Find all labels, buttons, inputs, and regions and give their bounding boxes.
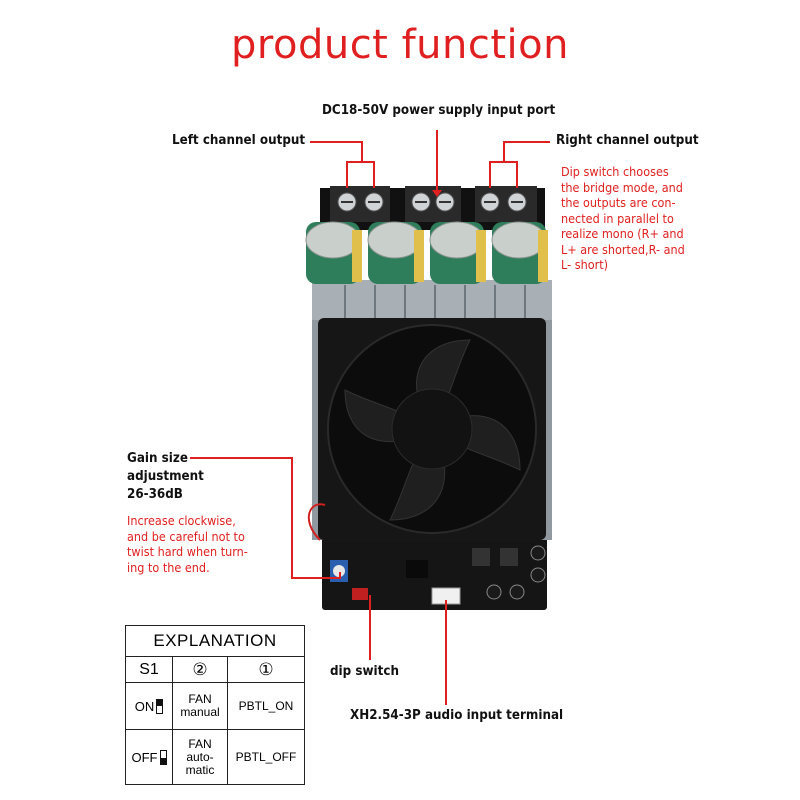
terminal-block-left [330, 186, 390, 222]
audio-input-label: XH2.54-3P audio input terminal [350, 708, 564, 723]
switch-on-icon [156, 698, 164, 714]
column-s1: S1 [126, 657, 173, 682]
explanation-table: EXPLANATION S1 ② ① ON FAN manual PBTL_ON… [125, 625, 305, 785]
fan-manual-cell: FAN manual [173, 683, 228, 729]
terminal-block-power [405, 186, 461, 222]
power-input-label: DC18-50V power supply input port [322, 103, 556, 118]
gain-note: Increase clockwise, and be careful not t… [127, 513, 248, 575]
explanation-header: EXPLANATION [126, 626, 304, 657]
fan-auto-cell: FAN auto- matic [173, 730, 228, 784]
table-row: OFF FAN auto- matic PBTL_OFF [126, 730, 304, 784]
terminal-block-right [475, 186, 537, 222]
dip-switch-label: dip switch [330, 664, 399, 679]
switch-on-cell: ON [126, 683, 173, 729]
gain-label: Gain size adjustment 26-36dB [127, 451, 204, 502]
bridge-mode-note: Dip switch chooses the bridge mode, and … [561, 164, 685, 272]
callout-lines [190, 130, 550, 705]
heatsink-top [312, 280, 552, 320]
column-2: ② [173, 657, 228, 682]
switch-off-icon [159, 749, 167, 765]
cooling-fan [307, 318, 546, 541]
bottom-components [330, 545, 546, 605]
left-channel-label: Left channel output [172, 133, 306, 148]
right-channel-label: Right channel output [556, 133, 699, 148]
switch-off-cell: OFF [126, 730, 173, 784]
page-title: product function [231, 22, 569, 68]
pbtl-off-cell: PBTL_OFF [235, 750, 297, 764]
table-header-row: S1 ② ① [126, 657, 304, 683]
pbtl-on-cell: PBTL_ON [238, 699, 294, 713]
column-1: ① [258, 659, 274, 679]
capacitors [305, 221, 548, 284]
table-row: ON FAN manual PBTL_ON [126, 683, 304, 730]
